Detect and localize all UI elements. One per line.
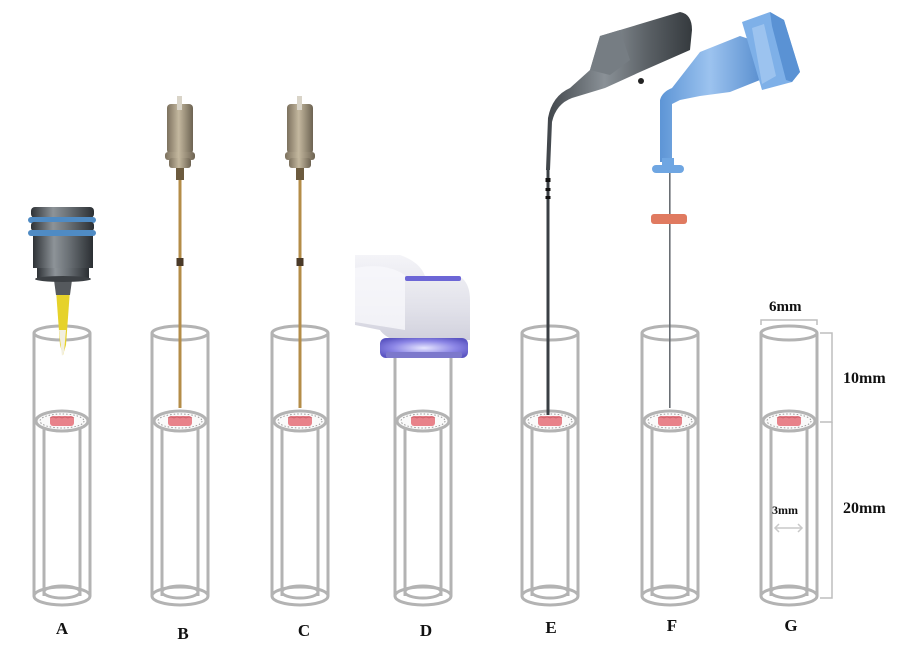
panel-label-g: G xyxy=(784,616,798,635)
irrigation-tip-icon xyxy=(28,207,96,356)
light-device-icon xyxy=(355,255,470,358)
panel-label-d: D xyxy=(419,621,433,640)
hand-file-c-icon xyxy=(285,96,315,408)
dimension-upper-height: 10mm xyxy=(843,370,886,387)
panel-label-a: A xyxy=(55,619,69,638)
dimension-markers xyxy=(760,319,833,599)
panel-label-b: B xyxy=(177,624,189,643)
hand-file-b-icon xyxy=(165,96,195,408)
panel-label-f: F xyxy=(666,616,678,635)
dimension-inner-diameter: 3mm xyxy=(772,503,798,517)
sonic-activator-tip-icon xyxy=(651,12,800,408)
ultrasonic-tip-icon xyxy=(545,12,692,415)
panel-label-c: C xyxy=(297,621,311,640)
tube-g xyxy=(759,324,819,607)
tube-a xyxy=(32,324,92,607)
dimension-lower-height: 20mm xyxy=(843,500,886,517)
tube-e xyxy=(520,324,580,607)
tube-d xyxy=(393,324,453,607)
panel-label-e: E xyxy=(545,618,557,637)
dimension-outer-diameter: 6mm xyxy=(769,299,802,315)
